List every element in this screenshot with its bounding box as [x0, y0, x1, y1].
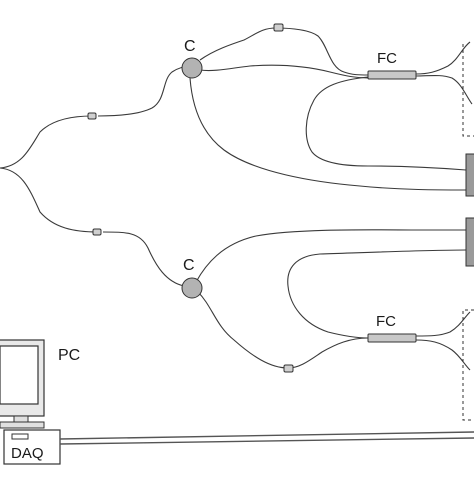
fiber-connector-bottom-left [92, 228, 102, 236]
fiber-coupler-bottom-label: FC [376, 313, 396, 330]
fiber-coupler-top-to-detector [189, 77, 467, 191]
pc-screen [0, 345, 39, 405]
fiber-coupler-top-lower-arm [199, 64, 369, 79]
photodetector-top [465, 153, 474, 197]
daq-slot [11, 433, 29, 440]
fiber-fc-bottom-out-b [415, 339, 471, 371]
pc-computer [0, 339, 45, 429]
fiber-loop-bottom [287, 249, 467, 339]
pc-stand [13, 415, 29, 423]
fiber-trunk-bottom [0, 167, 99, 233]
daq-cable-lower [59, 437, 474, 445]
fiber-coupler-bottom [367, 333, 417, 343]
fiber-coupler-top-label: FC [377, 50, 397, 67]
photodetector-bottom [465, 217, 474, 267]
fiber-fc-top-out-b [415, 74, 473, 105]
fiber-connector-bottom-right [283, 364, 294, 373]
pc-label: PC [58, 347, 80, 364]
sensor-enclosure-top [462, 44, 474, 137]
coupler-top-label: C [184, 38, 196, 55]
pc-base [0, 421, 45, 429]
fiber-to-coupler-bottom [102, 231, 185, 287]
fiber-trunk-top [0, 115, 93, 169]
fiber-coupler-bottom-upper-arm [195, 229, 466, 283]
fiber-connector-top-right [273, 23, 284, 32]
fiber-fc-top-out-a [415, 41, 471, 75]
fiber-coupler-top-upper-arm [199, 27, 369, 76]
fiber-coupler-bottom-lower-arm [197, 291, 369, 369]
coupler-bottom-label: C [183, 257, 195, 274]
sensor-enclosure-bottom [462, 309, 474, 421]
daq-cable-upper [59, 431, 474, 440]
fiber-loop-top [305, 76, 467, 171]
fiber-fc-bottom-out-a [415, 311, 471, 337]
coupler-bottom [181, 277, 203, 299]
fiber-coupler-top [367, 70, 417, 80]
daq-label: DAQ [11, 445, 44, 462]
coupler-top [181, 57, 203, 79]
fiber-connector-top-left [87, 112, 97, 120]
fiber-to-coupler-top [97, 65, 193, 117]
